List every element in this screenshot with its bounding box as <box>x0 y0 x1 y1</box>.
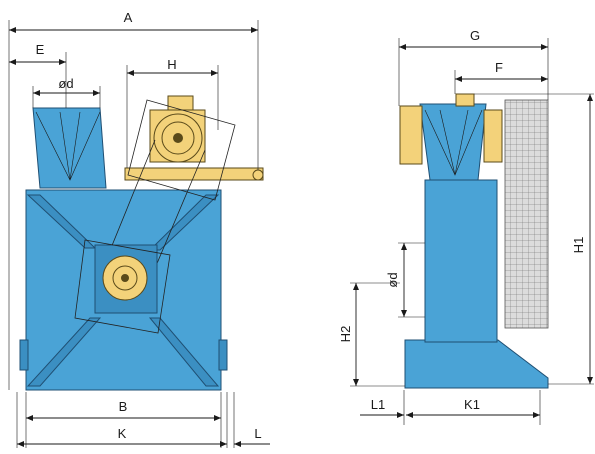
rotor-outline <box>74 239 171 334</box>
motor-outline <box>127 99 236 201</box>
side-motor-right <box>483 109 503 163</box>
label-g: G <box>470 28 480 43</box>
label-d2: ød <box>385 272 400 287</box>
label-k1: K1 <box>464 397 480 412</box>
label-h: H <box>167 57 176 72</box>
filter-mesh <box>504 99 549 329</box>
motor-terminal <box>167 95 194 111</box>
motor-base <box>124 167 264 181</box>
label-l1: L1 <box>371 397 385 412</box>
label-e: E <box>36 42 45 57</box>
front-view <box>19 95 264 391</box>
side-motor-top <box>455 93 475 107</box>
upper-cone <box>419 103 487 181</box>
frame-strut <box>148 317 220 387</box>
side-dimensions: G F H1 ød H2 L1 K1 <box>338 28 594 425</box>
front-dimensions: A E ød H B K L <box>8 10 270 448</box>
label-k: K <box>118 426 127 441</box>
side-view <box>399 93 549 389</box>
inlet-hopper <box>32 107 107 189</box>
label-h2: H2 <box>338 326 353 343</box>
cone-lines <box>424 109 483 176</box>
side-motor <box>399 105 423 165</box>
tension-wheel <box>252 169 264 181</box>
column <box>424 179 498 343</box>
side-tab <box>218 339 228 371</box>
hopper-lines <box>35 111 101 181</box>
side-tab <box>19 339 29 371</box>
frame-strut <box>26 317 102 387</box>
label-f: F <box>495 60 503 75</box>
label-b: B <box>119 399 128 414</box>
base-hopper <box>404 339 549 389</box>
label-d: ød <box>58 76 73 91</box>
label-a: A <box>124 10 133 25</box>
label-h1: H1 <box>571 237 586 254</box>
label-l: L <box>254 426 261 441</box>
